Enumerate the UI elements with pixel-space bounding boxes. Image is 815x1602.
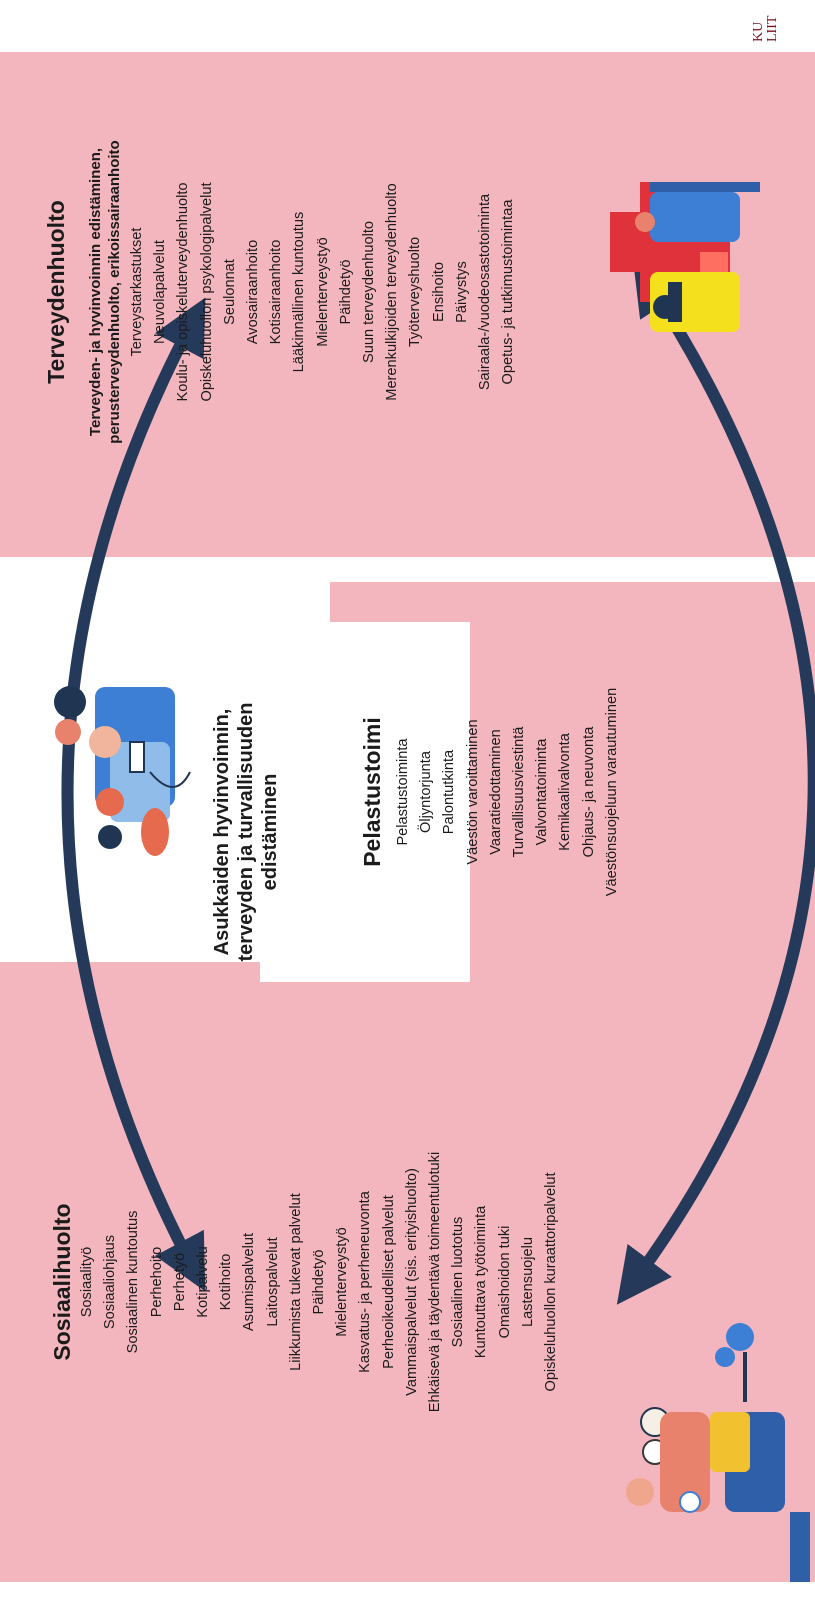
list-item: Omaishoidon tuki xyxy=(496,1225,513,1339)
list-item: Turvallisuusviestintä xyxy=(511,726,528,858)
brand-line: KU xyxy=(751,21,766,42)
list-item: Päivystys xyxy=(453,261,470,323)
list-item: Lääkinnällinen kuntoutus xyxy=(291,211,308,373)
list-item: Opiskeluhuollon kuraattoripalvelut xyxy=(543,1172,560,1392)
list-item: Kotisairaanhoito xyxy=(268,239,285,345)
people-illustration-health xyxy=(610,182,760,332)
list-item: Kotipalvelu xyxy=(195,1246,212,1318)
list-item: Mielenterveystyö xyxy=(314,237,331,347)
list-item: Mielenterveystyö xyxy=(334,1227,351,1337)
list-item: Kasvatus- ja perheneuvonta xyxy=(357,1191,374,1373)
list-item: Päihdetyö xyxy=(337,259,354,325)
brand-line: LIIT xyxy=(765,15,780,42)
center-title-line: terveyden ja turvallisuuden xyxy=(235,702,257,962)
list-item: Sosiaalityö xyxy=(79,1246,95,1318)
list-item: Väestönsuojeluun varautuminen xyxy=(603,687,620,897)
center-title-line: edistäminen xyxy=(259,773,281,891)
list-item: Valvontatoiminta xyxy=(534,738,551,846)
list-item: Vaaratiedottaminen xyxy=(487,729,504,855)
terveydenhuolto-section: Terveydenhuolto Terveyden- ja hyvinvoinn… xyxy=(42,32,520,552)
people-illustration-social xyxy=(626,1323,810,1582)
list-item: Suun terveydenhuolto xyxy=(361,221,378,363)
people-illustration-center xyxy=(54,686,191,856)
list-item: Lastensuojelu xyxy=(519,1236,536,1328)
list-item: Merenkulkijoiden terveydenhuolto xyxy=(384,183,401,401)
list-item: Pelastustoiminta xyxy=(395,738,411,846)
list-item: Opetus- ja tutkimustoimintaa xyxy=(500,199,517,385)
center-title-line: Asukkaiden hyvinvoinnin, xyxy=(211,708,233,956)
list-item: Neuvolapalvelut xyxy=(152,240,169,344)
top-cycle-arrow xyxy=(61,297,206,1292)
sosiaalihuolto-title: Sosiaalihuolto xyxy=(49,1203,75,1361)
bottom-cycle-arrow xyxy=(616,258,815,1305)
list-item: Perhetyö xyxy=(171,1252,188,1312)
list-item: Perhehoito xyxy=(148,1246,165,1318)
terveydenhuolto-subtitle-line: perusterveydenhuolto, erikoissairaanhoit… xyxy=(106,140,123,444)
list-item: Sosiaalinen luototus xyxy=(450,1216,467,1348)
terveydenhuolto-subtitle-line: Terveyden- ja hyvinvoinnin edistäminen, xyxy=(87,147,104,437)
list-item: Kemikaalivalvonta xyxy=(557,733,574,851)
terveydenhuolto-list: Terveystarkastukset Neuvolapalvelut Koulu-… xyxy=(126,32,520,552)
list-item: Vammaispalvelut (sis. erityishuolto) xyxy=(403,1168,420,1396)
brand-logo-text: KU LIIT xyxy=(751,2,780,42)
list-item: Laitospalvelut xyxy=(264,1237,281,1327)
terveydenhuolto-subtitle: Terveyden- ja hyvinvoinnin edistäminen, … xyxy=(86,32,124,552)
list-item: Terveystarkastukset xyxy=(129,227,145,357)
pelastustoimi-title: Pelastustoimi xyxy=(359,717,385,867)
list-item: Perheoikeudelliset palvelut xyxy=(380,1195,397,1369)
list-item: Liikkumista tukevat palvelut xyxy=(287,1193,304,1371)
list-item: Sosiaalinen kuntoutus xyxy=(125,1210,142,1354)
list-item: Kotihoito xyxy=(218,1253,235,1311)
sosiaalihuolto-section: Sosiaalihuolto Sosiaalityö Sosiaaliohjaus… xyxy=(48,982,563,1582)
sosiaalihuolto-list: Sosiaalityö Sosiaaliohjaus Sosiaalinen kun… xyxy=(76,982,563,1582)
list-item: Opiskeluhuollon psykologipalvelut xyxy=(198,182,215,402)
list-item: Koulu- ja opiskeluterveydenhuolto xyxy=(175,182,192,402)
list-item: Seulonnat xyxy=(221,259,238,325)
list-item: Ensihoito xyxy=(430,261,447,323)
list-item: Sairaala-/vuodeosastotoiminta xyxy=(477,193,494,391)
list-item: Väestön varoittaminen xyxy=(464,719,481,865)
list-item: Palontutkinta xyxy=(441,749,458,835)
list-item: Kuntouttava työtoiminta xyxy=(473,1205,490,1359)
list-item: Asumispalvelut xyxy=(241,1232,258,1332)
terveydenhuolto-title: Terveydenhuolto xyxy=(43,200,69,384)
list-item: Ehkäisevä ja täydentävä toimeentulotuki xyxy=(427,1151,444,1413)
pelastustoimi-section: Pelastustoimi Pelastustoiminta Öljyntorju… xyxy=(358,597,624,987)
list-item: Avosairaanhoito xyxy=(245,239,262,345)
center-title: Asukkaiden hyvinvoinnin, terveyden ja tu… xyxy=(210,662,282,1002)
list-item: Öljyntorjunta xyxy=(418,751,435,833)
pelastustoimi-list: Pelastustoiminta Öljyntorjunta Palontutkin… xyxy=(392,597,624,987)
list-item: Ohjaus- ja neuvonta xyxy=(580,726,597,858)
list-item: Päihdetyö xyxy=(311,1249,328,1315)
list-item: Sosiaaliohjaus xyxy=(102,1234,119,1330)
list-item: Työterveyshuolto xyxy=(407,236,424,348)
